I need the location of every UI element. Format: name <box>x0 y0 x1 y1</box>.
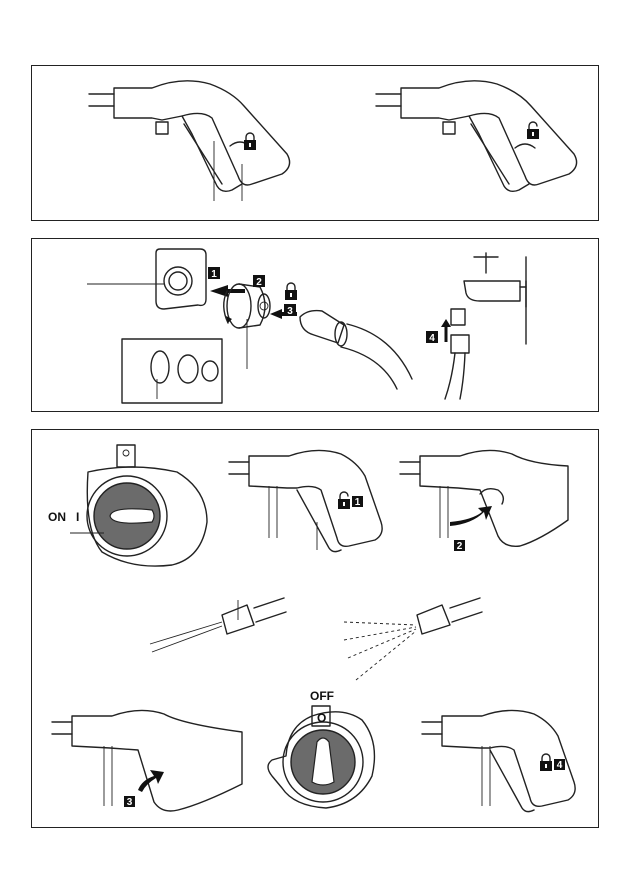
gun-lock-illustration <box>422 710 575 811</box>
padlock-closed-icon <box>244 133 256 150</box>
padlock-open-icon <box>527 122 539 139</box>
switch-on-illustration <box>70 445 207 566</box>
gun-trigger-release-illustration <box>52 710 242 811</box>
tap-illustration <box>445 253 526 399</box>
nozzle-fan-illustration <box>344 598 482 680</box>
svg-text:3: 3 <box>127 797 133 808</box>
switch-off-symbol: O <box>317 711 326 725</box>
coupling-nut-illustration <box>224 284 270 369</box>
spray-gun-locked-illustration <box>89 81 290 201</box>
gun-trigger-press-illustration <box>400 450 568 546</box>
step-1-badge: 1 <box>208 267 220 280</box>
panel-1-art <box>32 66 600 222</box>
adapter-inset-illustration <box>122 339 222 403</box>
padlock-closed-icon <box>285 283 297 300</box>
step-2-badge: 2 <box>253 275 265 288</box>
nozzle-jet-illustration <box>150 598 286 652</box>
switch-off-label: OFF <box>310 689 334 703</box>
switch-on-label: ON <box>48 510 66 524</box>
svg-text:1: 1 <box>211 269 217 280</box>
switch-on-symbol: I <box>76 510 79 524</box>
step-3-badge: 3 <box>124 796 135 808</box>
step-1-badge: 1 <box>352 496 363 508</box>
step-2-badge: 2 <box>454 540 465 552</box>
step-3-badge: 3 <box>284 304 296 317</box>
step-4-badge: 4 <box>554 759 565 771</box>
arrow-step-3 <box>138 770 164 792</box>
hose-connector-illustration <box>300 311 412 389</box>
arrow-step-2 <box>450 506 492 526</box>
panel-2-art: 1 2 3 <box>32 239 600 413</box>
svg-text:4: 4 <box>557 760 563 771</box>
svg-text:1: 1 <box>355 497 361 508</box>
padlock-closed-icon <box>540 754 552 771</box>
svg-text:4: 4 <box>429 333 435 344</box>
svg-text:2: 2 <box>256 277 262 288</box>
panel-gun-lock <box>31 65 599 221</box>
svg-text:3: 3 <box>287 306 293 317</box>
machine-inlet-illustration <box>87 249 206 309</box>
panel-operation: ON I 1 <box>31 429 599 828</box>
panel-3-art: ON I 1 <box>32 430 600 829</box>
step-4-badge: 4 <box>426 331 438 344</box>
spray-gun-unlocked-illustration <box>376 81 577 192</box>
arrow-step-4 <box>441 319 451 342</box>
padlock-open-icon <box>338 492 350 509</box>
panel-hose-connection: 1 2 3 <box>31 238 599 412</box>
svg-text:2: 2 <box>457 541 463 552</box>
